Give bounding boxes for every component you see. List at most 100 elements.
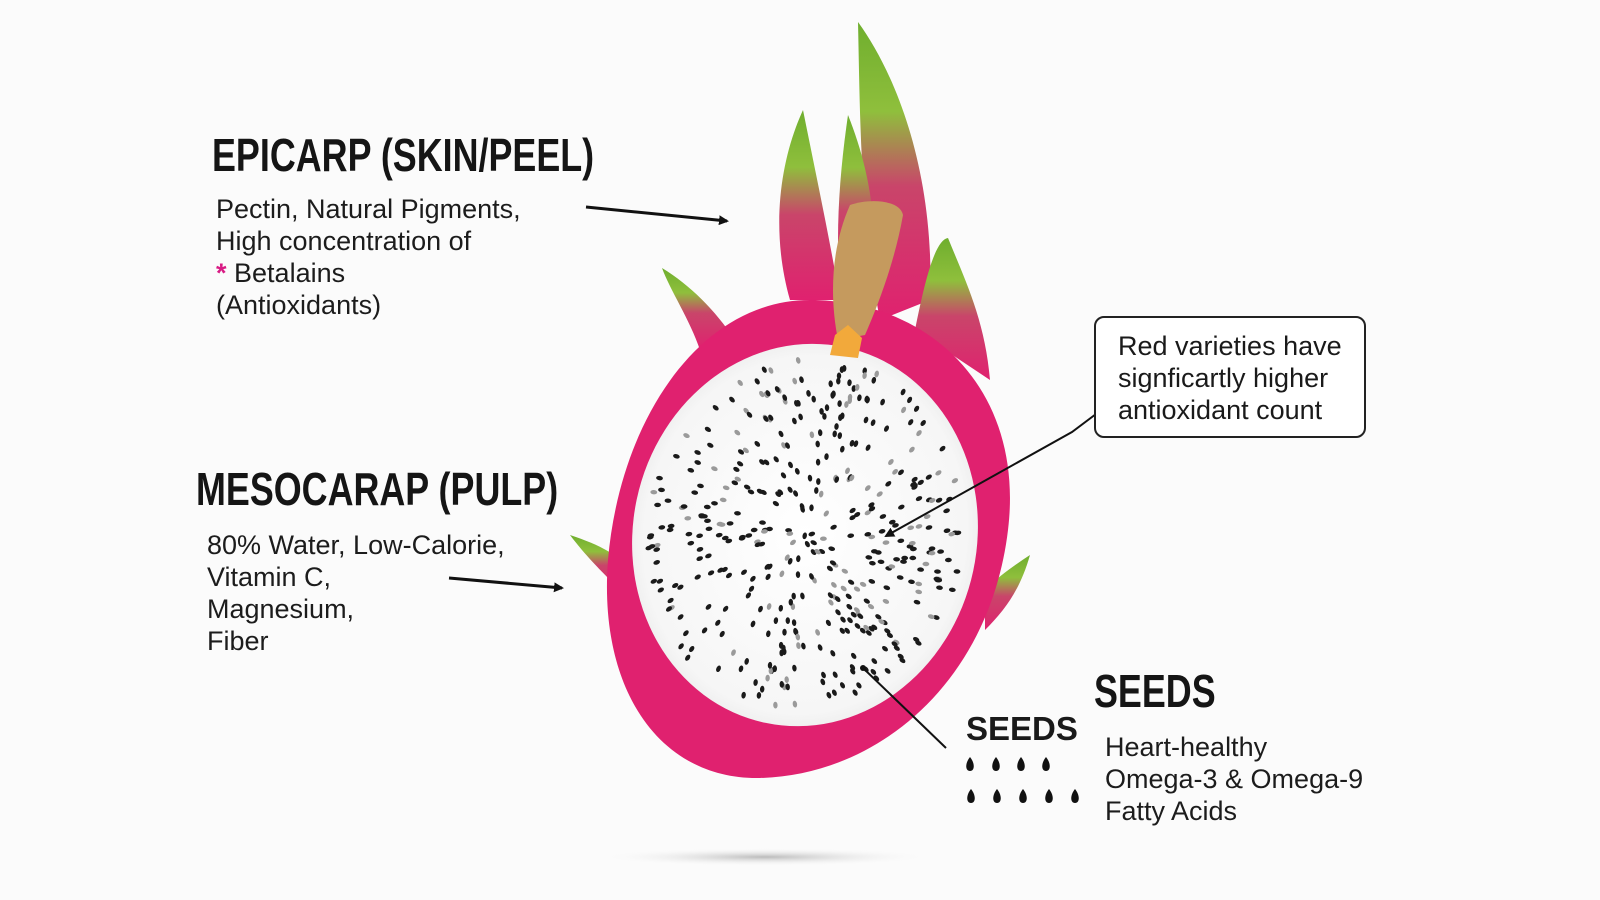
seed	[758, 541, 766, 547]
seed	[759, 685, 765, 693]
seed	[864, 485, 871, 491]
seed	[734, 511, 741, 516]
asterisk-icon: *	[216, 258, 227, 288]
seed	[935, 497, 943, 503]
seeds-icon	[966, 757, 1079, 803]
seed	[685, 654, 691, 661]
seed	[863, 598, 870, 604]
seed	[917, 479, 924, 486]
seed	[716, 521, 724, 527]
seed	[814, 487, 819, 494]
seed	[758, 605, 763, 613]
seed	[839, 682, 846, 689]
seed	[795, 633, 801, 641]
seed	[915, 589, 923, 595]
seed	[868, 502, 875, 508]
seed	[937, 549, 944, 554]
seed	[648, 544, 656, 549]
seed	[787, 486, 793, 493]
seed	[862, 372, 867, 379]
seed	[832, 671, 838, 678]
seed	[759, 520, 766, 525]
seed	[913, 405, 920, 412]
seed	[653, 542, 661, 548]
seed	[768, 414, 774, 421]
seeds-line: Fatty Acids	[1105, 796, 1238, 826]
seed	[844, 627, 850, 634]
seed	[785, 617, 791, 624]
seed	[701, 627, 708, 634]
seed	[909, 446, 915, 453]
seed	[726, 521, 734, 526]
seed	[879, 514, 887, 519]
seed-drop-icon	[1019, 789, 1027, 803]
seed-drop-icon	[1045, 789, 1053, 803]
seed	[948, 587, 956, 593]
seed	[916, 430, 922, 437]
seed	[840, 445, 845, 453]
seed	[888, 564, 896, 569]
seed	[837, 432, 843, 439]
seeds-pointer	[862, 667, 947, 749]
seeds-description: Heart-healthy Omega-3 & Omega-9 Fatty Ac…	[1105, 731, 1363, 827]
seed	[864, 395, 869, 403]
seed	[784, 554, 790, 561]
seed	[809, 504, 814, 512]
seed	[673, 453, 680, 459]
seed	[763, 415, 769, 422]
seed	[747, 489, 755, 495]
seed	[823, 510, 829, 517]
seed	[722, 485, 730, 491]
seed	[650, 489, 658, 495]
seed	[834, 596, 841, 603]
seed	[657, 587, 664, 593]
seed	[869, 560, 876, 566]
seed-drop-icon	[967, 789, 975, 803]
seed	[715, 532, 723, 538]
seed	[935, 577, 943, 583]
seed-drop-icon	[966, 757, 974, 771]
antioxidant-callout: Red varieties have signficartly higher a…	[1094, 316, 1366, 438]
seed	[711, 466, 718, 472]
seed	[885, 481, 892, 487]
seed	[850, 611, 857, 618]
callout-pointer	[884, 413, 1097, 537]
seed	[854, 384, 860, 391]
seed	[744, 658, 749, 665]
seed	[849, 507, 856, 514]
seed	[908, 419, 914, 426]
seed	[874, 370, 879, 378]
seed	[750, 527, 758, 533]
seed	[923, 514, 931, 519]
seed	[943, 508, 950, 514]
seed	[774, 386, 780, 393]
seed	[948, 531, 956, 537]
seed	[765, 390, 771, 397]
seed	[698, 513, 706, 518]
seed	[733, 466, 740, 472]
seed	[945, 557, 952, 563]
seed	[696, 556, 703, 562]
seed	[792, 664, 797, 672]
seed	[862, 367, 867, 375]
seed	[856, 682, 862, 689]
seed	[851, 385, 857, 392]
seed	[915, 581, 923, 587]
seed	[845, 593, 852, 600]
callout-line: antioxidant count	[1118, 395, 1323, 425]
seed	[847, 579, 855, 585]
seed	[785, 683, 790, 691]
seed	[696, 547, 704, 552]
seed	[678, 643, 684, 650]
seed	[715, 619, 721, 626]
seed	[824, 453, 829, 460]
seed	[745, 533, 753, 538]
seed	[792, 417, 797, 425]
seed	[792, 377, 798, 385]
seed	[683, 433, 690, 439]
seed	[844, 401, 849, 408]
seed	[683, 630, 689, 637]
seed	[854, 623, 861, 629]
seed	[653, 547, 661, 552]
